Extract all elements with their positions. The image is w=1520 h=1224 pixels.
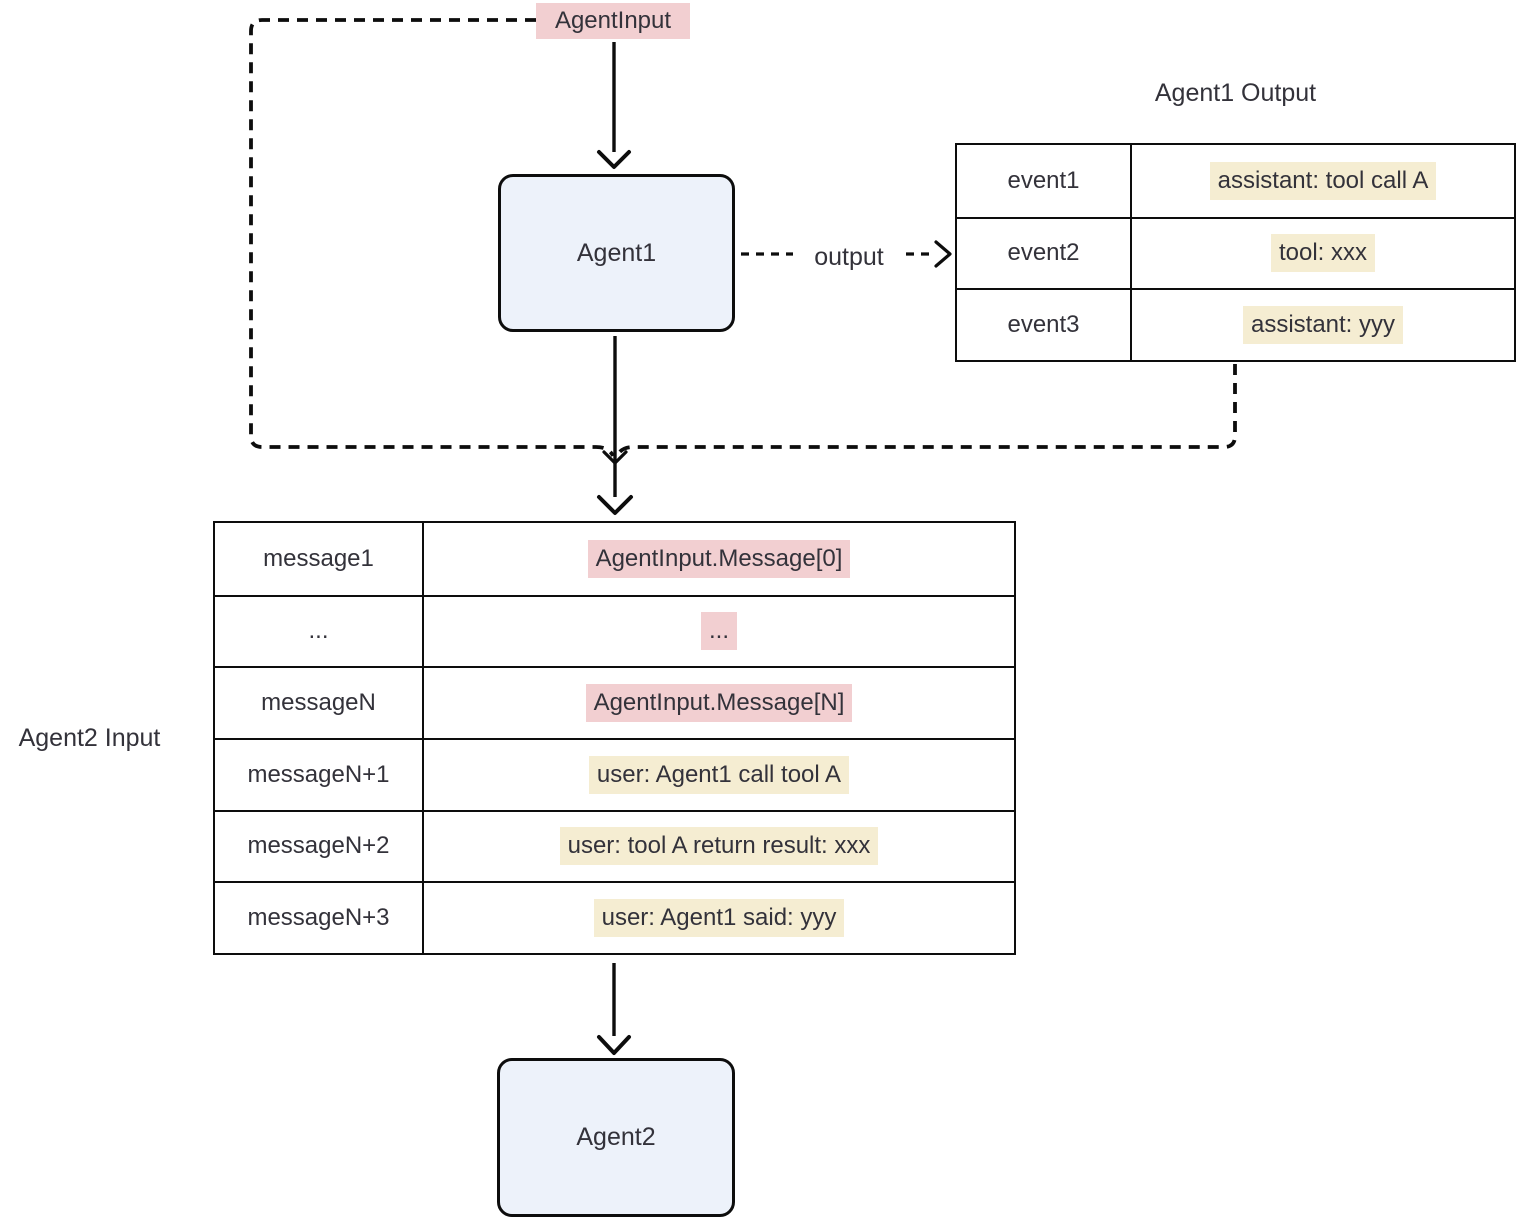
table-cell-key: event2: [957, 216, 1130, 289]
agent1-node-label: Agent1: [576, 238, 657, 267]
table-cell-key: messageN+2: [215, 809, 422, 882]
highlight-value: AgentInput.Message[N]: [585, 684, 853, 723]
table-cell-key: messageN+3: [215, 881, 422, 953]
edge-agent1-to-agent2input-arrowhead: [597, 495, 633, 515]
table-cell-key: messageN+1: [215, 737, 422, 810]
agent2-input-table: message1 AgentInput.Message[0] ... ... m…: [213, 521, 1016, 955]
table-cell-value: user: tool A return result: xxx: [422, 809, 1014, 882]
edge-agentinput-to-agent1-arrowhead: [597, 150, 631, 169]
edge-agent1output-loop: [615, 364, 1237, 457]
agent2-node-label: Agent2: [576, 1123, 656, 1151]
table-cell-value: AgentInput.Message[0]: [422, 523, 1014, 595]
output-edge-label: output: [793, 237, 905, 277]
highlight-value: assistant: tool call A: [1209, 161, 1437, 200]
edge-agent2input-to-agent2-arrowhead: [597, 1035, 631, 1055]
agent2-input-title: Agent2 Input: [18, 724, 161, 752]
agent1-output-title: Agent1 Output: [1154, 79, 1317, 107]
table-cell-key: message1: [263, 544, 374, 572]
table-cell-value: AgentInput.Message[N]: [422, 666, 1014, 738]
edge-merge-arrowhead: [602, 450, 628, 465]
agent1-node: Agent1: [498, 174, 735, 332]
edge-agent1-output-arrowhead: [934, 240, 952, 268]
table-cell-value: assistant: tool call A: [1130, 145, 1514, 217]
highlight-value: user: Agent1 call tool A: [588, 755, 850, 794]
highlight-value: assistant: yyy: [1242, 306, 1404, 345]
table-cell-value: user: Agent1 said: yyy: [422, 881, 1014, 953]
highlight-value: ...: [700, 612, 737, 651]
table-cell-key: event3: [957, 288, 1130, 360]
table-cell-value: user: Agent1 call tool A: [422, 737, 1014, 810]
table-cell-value: assistant: yyy: [1130, 288, 1514, 360]
agent1-output-table: event1 assistant: tool call A event2 too…: [955, 143, 1516, 362]
agentinput-label: AgentInput: [536, 3, 690, 39]
table-cell-key: event1: [1007, 166, 1080, 194]
table-cell-key: ...: [215, 594, 422, 667]
highlight-value: AgentInput.Message[0]: [587, 539, 851, 578]
table-cell-value: ...: [422, 594, 1014, 667]
highlight-value: tool: xxx: [1270, 234, 1376, 273]
agent2-node: Agent2: [497, 1058, 735, 1217]
highlight-value: user: Agent1 said: yyy: [593, 899, 845, 938]
highlight-value: user: tool A return result: xxx: [559, 827, 879, 866]
table-cell-value: tool: xxx: [1130, 216, 1514, 289]
table-cell-key: messageN: [215, 666, 422, 738]
